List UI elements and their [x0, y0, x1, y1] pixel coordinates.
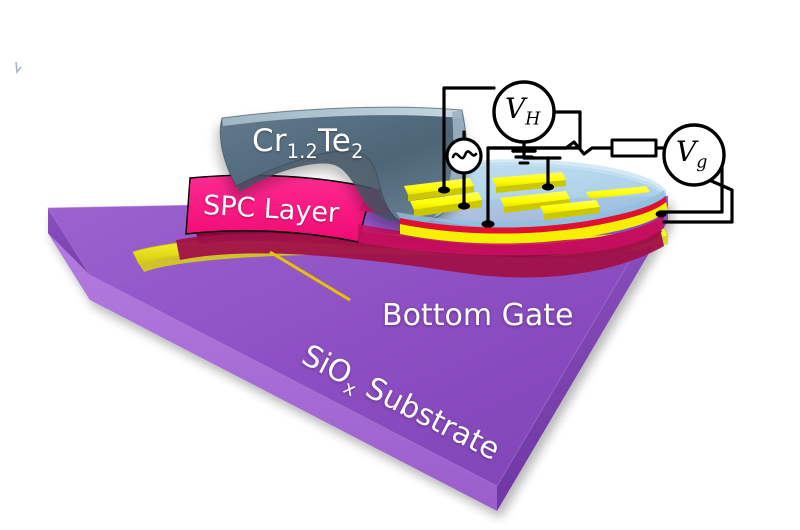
layer-stack-right-edge	[396, 190, 668, 244]
image-artifact-mark	[15, 61, 22, 75]
gate-meter-sub: g	[696, 152, 708, 173]
bottom-gate-leader	[269, 250, 351, 302]
electrode-right	[540, 200, 600, 220]
contact-ground	[542, 183, 554, 191]
gate-meter-label: Vg	[676, 135, 707, 173]
contact-drain	[481, 220, 495, 228]
electrode-bottom-mid	[500, 191, 570, 213]
material-base-1: Cr	[252, 123, 287, 159]
hall-meter-label: VH	[505, 92, 540, 130]
contact-source	[438, 186, 450, 194]
material-base-2: Te	[317, 123, 352, 159]
hall-meter-sub: H	[525, 109, 541, 130]
wire-bus-right	[486, 140, 614, 156]
wire-vg-return	[662, 174, 734, 224]
bottom-gate-label: Bottom Gate	[382, 298, 574, 333]
gate-voltage-source	[662, 123, 726, 187]
ac-source-symbol	[445, 137, 483, 175]
contact-dots	[438, 183, 667, 228]
electrode-top-left	[404, 178, 474, 201]
series-resistor	[610, 138, 658, 158]
material-sub-2: 2	[351, 140, 364, 164]
electrode-far-right	[586, 186, 650, 199]
wire-vh-left	[442, 86, 496, 192]
hall-voltage-meter	[492, 80, 556, 144]
material-label: Cr1.2Te2	[252, 123, 364, 163]
hall-meter-base: V	[505, 92, 526, 125]
ground-symbol	[511, 140, 537, 165]
contact-ac	[458, 202, 470, 210]
material-sub-1: 1.2	[286, 140, 318, 164]
gate-meter-base: V	[676, 135, 697, 168]
contact-gate	[655, 210, 667, 218]
